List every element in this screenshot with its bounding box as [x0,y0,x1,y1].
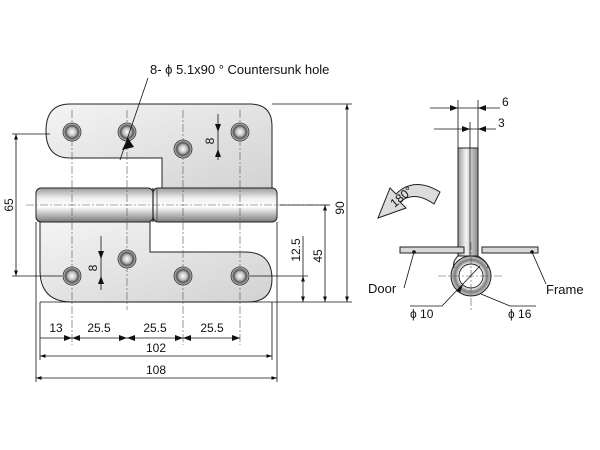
countersunk-hole [62,122,82,142]
dim-hole-stagger-top: 8 [203,137,217,144]
dim-pitch-2: 25.5 [143,321,167,335]
countersunk-hole [230,122,250,142]
dim-arrow [478,126,486,132]
dim-outer-width: 6 [502,95,509,109]
dim-arrow [478,105,486,111]
side-leaf-door [399,246,465,254]
front-view: 8- ϕ 5.1x90 ° Countersunk hole 90 45 12.… [2,62,352,382]
side-knuckle-neck [453,255,489,269]
dim-arrow [119,335,127,341]
dim-arrow [127,335,135,341]
dim-arrow [215,149,221,157]
dia-knuckle: ϕ 16 [508,307,532,321]
rotation-arrow [377,184,441,219]
lower-leaf-plate [39,221,273,303]
countersunk-hole [173,139,193,159]
dim-arrow [72,335,80,341]
dim-hole-row-offset: 12.5 [289,238,303,262]
dim-overall-width: 108 [146,363,166,377]
countersunk-hole [62,266,82,286]
label-door: Door [368,281,397,296]
label-frame: Frame [546,282,584,297]
dim-pitch-1: 25.5 [87,321,111,335]
countersunk-hole [117,249,137,269]
dim-arrow [98,276,104,284]
door-leader [403,251,415,289]
side-view: 180° 6 3 Door Frame ϕ 10 ϕ 16 [368,95,584,321]
dim-arrow [215,124,221,132]
dia-knuckle-leader [480,293,511,307]
callout-leader-arrow [122,138,134,150]
door-leader-dot [412,250,416,254]
dim-pin-center-height: 45 [311,249,325,263]
hole-callout: 8- ϕ 5.1x90 ° Countersunk hole [150,62,329,77]
dim-arrow [462,126,470,132]
side-leaf-frame [481,246,539,254]
dim-edge-offset: 13 [49,321,63,335]
dim-pitch-3: 25.5 [200,321,224,335]
dim-inner-width: 3 [498,116,505,130]
side-leaf-vertical [457,147,479,257]
dim-hole-stagger-bottom: 8 [86,264,100,271]
frame-leader [531,251,547,285]
dim-arrow [232,335,240,341]
dim-arrow [450,105,458,111]
dim-arrow [98,251,104,259]
dim-arrow [456,284,463,293]
countersunk-hole [173,266,193,286]
dim-hole-span: 102 [146,341,166,355]
dia-pin: ϕ 10 [410,307,434,321]
dim-arrow [175,335,183,341]
upper-leaf-plate [45,103,273,191]
frame-leader-dot [530,250,534,254]
dim-plate-height: 90 [333,201,347,215]
dim-arrow [64,335,72,341]
dim-leaf-height: 65 [2,198,16,212]
countersunk-hole [230,266,250,286]
dim-arrow [183,335,191,341]
